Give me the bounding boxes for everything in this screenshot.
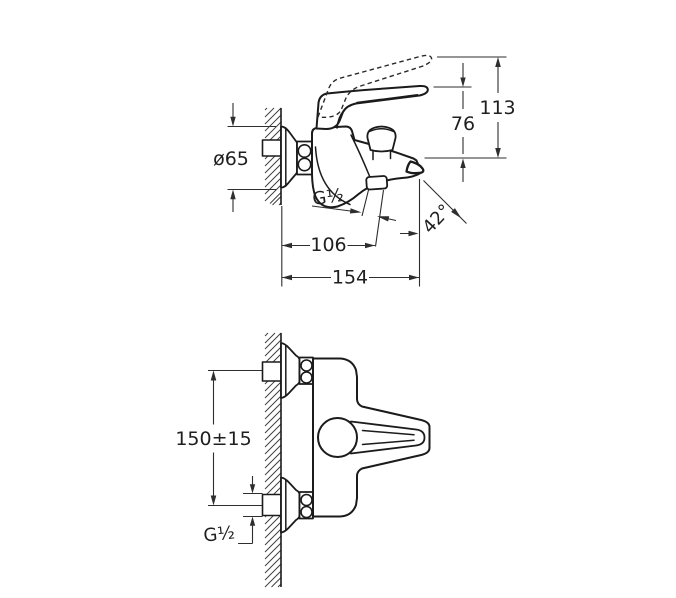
- nut-detail-circle: [300, 505, 313, 519]
- wall-section: [261, 332, 282, 588]
- inlet-pipe-fitting-top: [261, 361, 282, 382]
- label-overall-height: 113: [479, 97, 515, 119]
- dim-spout-angle: 42°: [400, 180, 467, 238]
- escutcheon-top: [280, 342, 301, 399]
- label-escutcheon-diameter: ø65: [213, 148, 249, 170]
- handle-grip-line: [356, 94, 419, 104]
- dim-overall-height: 113: [424, 56, 516, 159]
- nut-detail-circle: [300, 371, 313, 384]
- label-outlet-thread: G½: [311, 185, 345, 210]
- label-handle-height: 76: [451, 113, 475, 135]
- diverter-stem: [372, 149, 392, 161]
- dim-outlet-thread: G½: [311, 185, 397, 247]
- spout-root-line: [350, 134, 371, 177]
- label-inlet-thread: G½: [202, 522, 235, 546]
- body-contour-line: [314, 146, 351, 206]
- nut-detail-circle: [300, 493, 313, 507]
- inlet-pipe-fitting-bottom: [261, 493, 282, 517]
- dim-overall-depth: 154: [282, 179, 421, 289]
- dim-handle-height: 76: [433, 63, 475, 182]
- shower-outlet-port: [365, 175, 389, 191]
- dim-inlet-thread: G½: [202, 476, 263, 547]
- dim-wall-to-outlet: 106: [281, 206, 375, 287]
- escutcheon: [280, 125, 298, 189]
- inlet-pipe-fitting: [261, 139, 282, 157]
- side-view: ø65 113 76 G½ 106 154: [213, 54, 516, 289]
- dim-escutcheon-diameter: ø65: [213, 103, 276, 212]
- handle-neck-line: [336, 110, 345, 129]
- lever-handle: [315, 84, 429, 130]
- mixer-body-and-spout: [311, 125, 423, 209]
- dim-connection-distance: 150±15: [175, 369, 262, 507]
- lever-arm-slot-line: [361, 429, 415, 446]
- handle-cap-plan: [317, 417, 358, 458]
- nut-detail-circle: [297, 144, 312, 159]
- label-overall-depth: 154: [332, 267, 368, 289]
- plan-view: 150±15 G½: [175, 332, 431, 588]
- diverter-knob: [366, 125, 397, 161]
- nut-detail-circle: [297, 157, 312, 172]
- wall-section: [261, 107, 282, 206]
- label-spout-angle: 42°: [419, 200, 456, 238]
- lever-handle-raised-outline: [317, 54, 433, 119]
- nut-detail-circle: [300, 359, 313, 372]
- mixer-side: [280, 54, 433, 209]
- label-wall-to-outlet: 106: [310, 234, 346, 256]
- aerator-tip: [405, 160, 425, 175]
- diverter-cap-line: [368, 128, 395, 133]
- escutcheon-bottom: [280, 476, 301, 534]
- label-connection-distance: 150±15: [175, 428, 251, 450]
- mixer-plan: [280, 342, 431, 534]
